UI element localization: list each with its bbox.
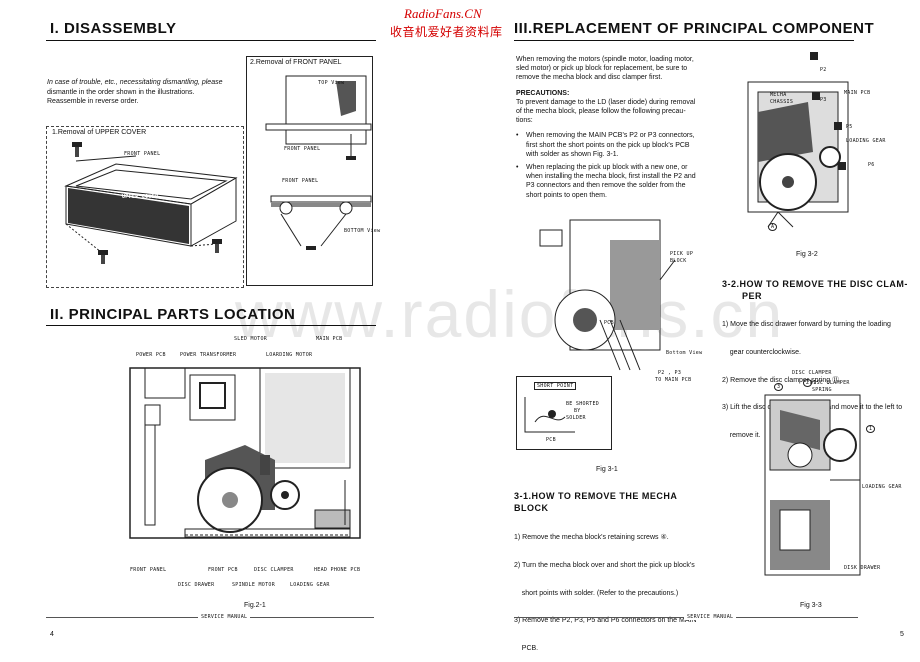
label-chassis: CHASSIS: [770, 99, 794, 105]
label-upper-cover: UPPER COVER: [122, 194, 159, 200]
footer-right: SERVICE MANUAL: [684, 614, 737, 620]
label-bottom-view: BOTTOM View: [344, 228, 381, 234]
label-a: A: [768, 223, 778, 231]
figure-caption-3-1: Fig 3-1: [596, 466, 618, 473]
short-point-box: [516, 376, 612, 450]
label-disk-drawer: DISK DRAWER: [844, 565, 881, 571]
label-loading-gear: LOADING GEAR: [290, 582, 330, 588]
label-p5: P5: [846, 124, 853, 130]
page-number-right: 5: [900, 631, 904, 638]
upper-cover-box: [46, 126, 244, 288]
label-by: BY: [574, 408, 581, 414]
short-point-detail: [524, 397, 575, 433]
fig-3-3-illustration: [764, 394, 861, 576]
label-front-panel: FRONT PANEL: [124, 151, 161, 157]
heading-rule-2: [46, 325, 376, 326]
label-front-panel-parts: FRONT PANEL: [130, 567, 167, 573]
upper-cover-title: 1.Removal of UPPER COVER: [52, 129, 147, 136]
label-solder: SOLDER: [566, 415, 586, 421]
front-panel-box: [246, 56, 373, 286]
label-pcb: PCB: [604, 320, 614, 326]
label-top-view: TOP View: [318, 80, 345, 86]
label-mecha: MECHA: [770, 92, 787, 98]
label-p2: P2: [820, 67, 827, 73]
fig-3-1-illustration: [539, 219, 676, 371]
replacement-intro: When removing the motors (spindle motor,…: [516, 55, 706, 204]
label-loading-gear-33: LOADING GEAR: [862, 484, 902, 490]
watermark-bottom: 收音机爱好者资料库: [390, 25, 503, 39]
label-loading-gear-32: LOADING GEAR: [846, 138, 886, 144]
label-main-pcb: MAIN PCB: [316, 336, 343, 342]
upper-cover-illustration: [64, 142, 238, 264]
fig-3-2-illustration: [747, 52, 849, 228]
label-front-panel-2: FRONT PANEL: [284, 146, 321, 152]
label-to-main-pcb: TO MAIN PCB: [655, 377, 692, 383]
intro-text: In case of trouble, etc., necessitating …: [47, 79, 223, 105]
watermark-big: www.radiofans.cn: [235, 277, 785, 351]
label-disc-clamper-33: DISC CLAMPER: [792, 370, 832, 376]
label-front-pcb: FRONT PCB: [208, 567, 238, 573]
figure-caption-2-1: Fig.2-1: [244, 602, 266, 609]
section-heading-replacement: III.REPLACEMENT OF PRINCIPAL COMPONENT: [514, 20, 875, 37]
label-spindle-motor: SPINDLE MOTOR: [232, 582, 276, 588]
label-pcb-2: PCB: [546, 437, 556, 443]
label-n2: 2: [803, 379, 813, 387]
heading-rule: [46, 40, 376, 41]
label-front-panel-3: FRONT PANEL: [282, 178, 319, 184]
page-number-left: 4: [50, 631, 54, 638]
section-heading-parts-location: II. PRINCIPAL PARTS LOCATION: [50, 306, 296, 323]
label-power-transformer: POWER TRANSFORMER: [180, 352, 237, 358]
label-head-phone-pcb: HEAD PHONE PCB: [314, 567, 361, 573]
label-disc-clamper: DISC CLAMPER: [254, 567, 294, 573]
label-dc-spring-2: SPRING: [812, 387, 832, 393]
watermark-top: RadioFans.CN: [404, 6, 482, 21]
front-panel-illustration: [265, 75, 372, 250]
label-p6: P6: [868, 162, 875, 168]
heading-rule-right: [514, 40, 854, 41]
label-disc-drawer: DISC DRAWER: [178, 582, 215, 588]
figure-caption-3-3: Fig 3-3: [800, 602, 822, 609]
precautions-list: When removing the MAIN PCB's P2 or P3 co…: [516, 131, 706, 199]
label-p3: P3: [820, 97, 827, 103]
label-dc-spring-1: DISC CLAMPER: [810, 380, 850, 386]
label-pick-up: PICK UP: [670, 251, 694, 257]
footer-left: SERVICE MANUAL: [198, 614, 251, 620]
label-loading-motor: LOARDING MOTOR: [266, 352, 313, 358]
label-p2p3: P2 , P3: [658, 370, 682, 376]
label-be-shorted: BE SHORTED: [566, 401, 600, 407]
label-n1: 1: [866, 425, 876, 433]
label-power-pcb: POWER PCB: [136, 352, 166, 358]
parts-location-illustration: [129, 367, 361, 539]
label-main-pcb-32: MAIN PCB: [844, 90, 871, 96]
label-n3: 3: [774, 383, 784, 391]
list-item: When replacing the pick up block with a …: [516, 163, 706, 200]
label-bottom-view-31: Bottom View: [666, 350, 703, 356]
figure-caption-3-2: Fig 3-2: [796, 251, 818, 258]
sec32-title: 3-2.HOW TO REMOVE THE DISC CLAM- PER: [722, 279, 908, 301]
sec31-title: 3-1.HOW TO REMOVE THE MECHA BLOCK: [514, 491, 678, 513]
section-heading-disassembly: I. DISASSEMBLY: [50, 20, 177, 37]
sec31-steps: 1) Remove the mecha block's retaining sc…: [514, 534, 697, 652]
label-short-point: SHORT POINT: [534, 382, 577, 390]
precautions-title: PRECAUTIONS:: [516, 89, 570, 97]
list-item: When removing the MAIN PCB's P2 or P3 co…: [516, 131, 706, 159]
front-panel-title: 2.Removal of FRONT PANEL: [250, 59, 342, 66]
label-block: BLOCK: [670, 258, 687, 264]
label-sled-motor: SLED MOTOR: [234, 336, 268, 342]
